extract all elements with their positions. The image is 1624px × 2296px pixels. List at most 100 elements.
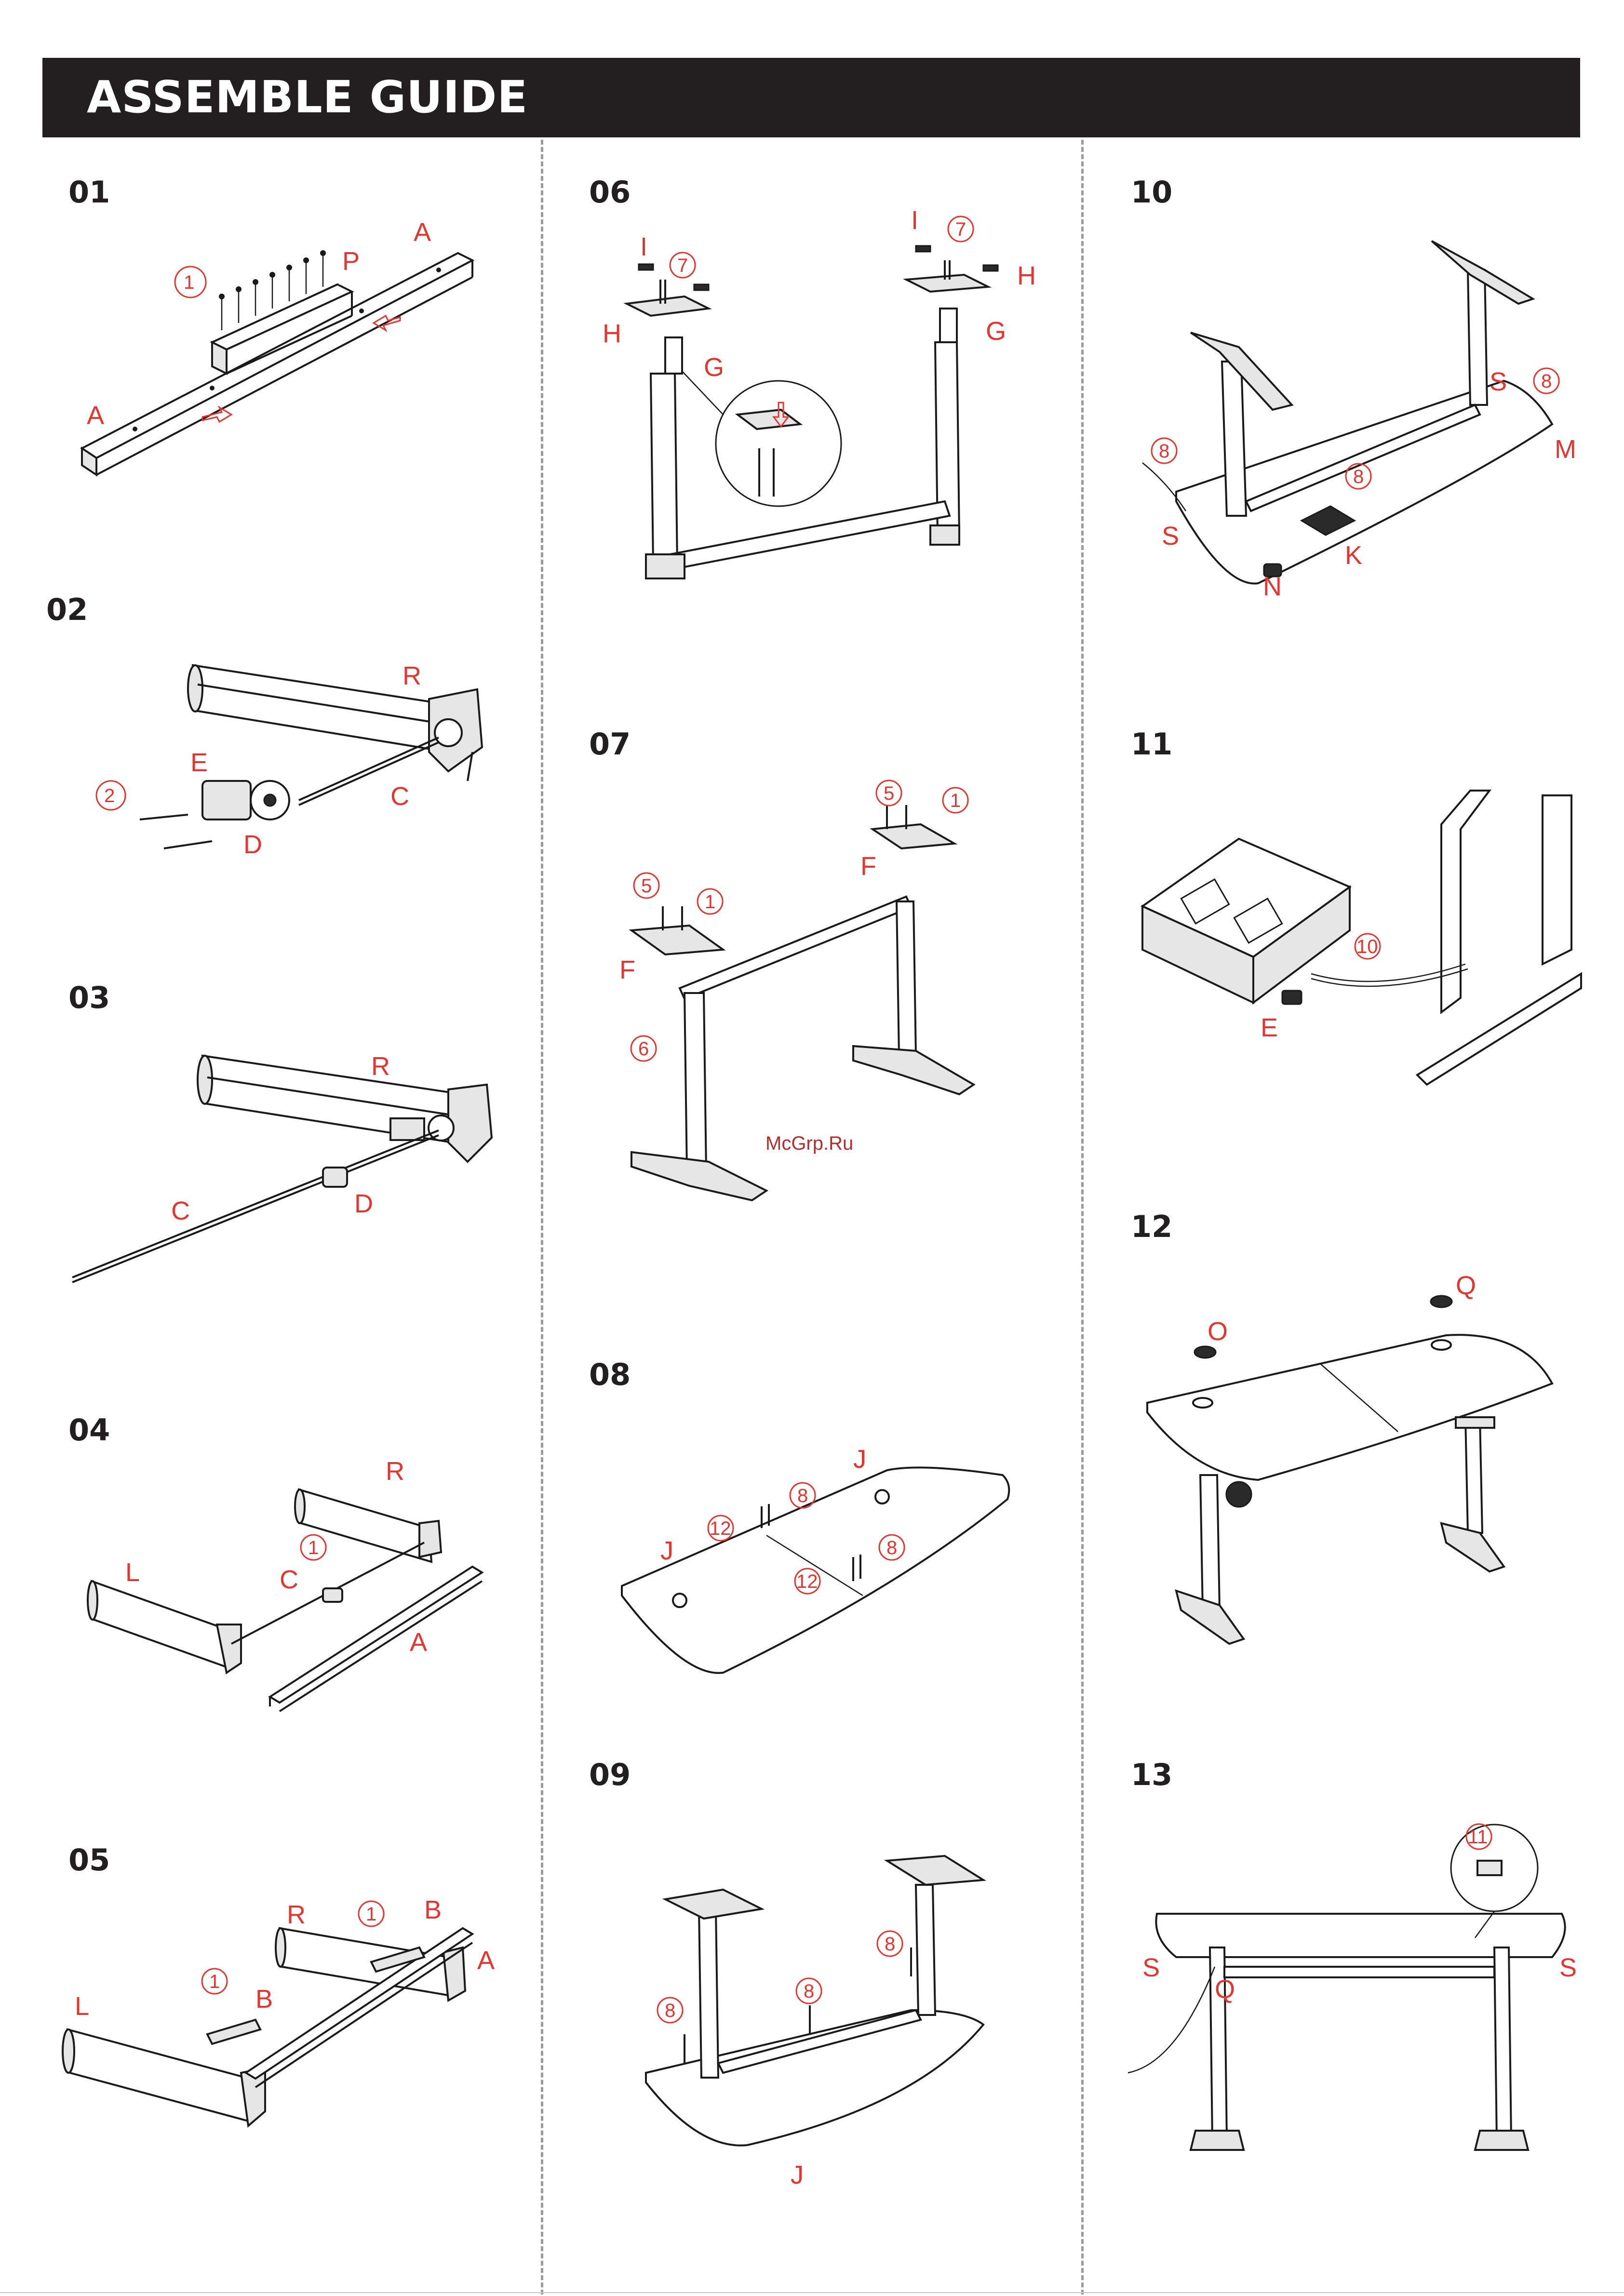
step-11-diagram: E 10: [1109, 791, 1581, 1089]
watermark: McGrp.Ru: [765, 1133, 853, 1155]
label-q: Q: [1215, 1975, 1235, 2004]
step-08-diagram: J J 8 12 8 12: [612, 1441, 1022, 1682]
page-title: ASSEMBLE GUIDE: [87, 71, 528, 123]
desktop-j: [646, 2010, 983, 2146]
part-6-label: 6: [638, 1038, 649, 1060]
part-8-label-right: 8: [885, 1933, 895, 1955]
bottom-rule: [0, 2292, 1624, 2293]
label-r: R: [403, 661, 421, 690]
label-g-left: G: [704, 353, 724, 382]
part-12-label-bottom: 12: [796, 1571, 818, 1592]
label-n: N: [1263, 572, 1282, 601]
part-1-label-top: 1: [366, 1904, 376, 1925]
label-e: E: [190, 748, 208, 777]
part-10-label: 10: [1356, 936, 1378, 957]
label-r: R: [386, 1457, 404, 1486]
step-number-04: 04: [68, 1412, 110, 1448]
rail-a: [270, 1567, 482, 1703]
label-j-left: J: [660, 1536, 673, 1565]
plate-p: [212, 284, 352, 349]
step-number-13: 13: [1131, 1757, 1172, 1792]
grommet-o: [1195, 1346, 1216, 1358]
column-divider-left: [541, 140, 543, 2295]
part-12-label-top: 12: [710, 1518, 731, 1539]
label-b-bottom: B: [255, 1985, 273, 2014]
label-d: D: [243, 830, 262, 859]
part-1-label-bottom: 1: [209, 1971, 220, 1992]
label-c: C: [390, 782, 409, 811]
label-i-right: I: [911, 206, 918, 235]
label-a: A: [477, 1946, 495, 1975]
step-02-diagram: R E C D 2: [92, 656, 501, 873]
grommet-q: [1431, 1296, 1452, 1307]
step-number-06: 06: [589, 175, 631, 210]
label-a-left: A: [87, 401, 104, 430]
label-j: J: [791, 2161, 804, 2189]
step-01-diagram: 1 P A A: [72, 212, 482, 482]
step-07-diagram: F F 5 1 5 1 6: [612, 776, 1022, 1229]
label-i-left: I: [640, 232, 647, 261]
part-1-label-left: 1: [705, 891, 715, 913]
label-m: M: [1555, 435, 1576, 464]
label-a: A: [410, 1628, 427, 1657]
part-7-label-right: 7: [955, 219, 966, 240]
label-o: O: [1208, 1317, 1228, 1346]
step-13-diagram: S S Q 11: [1118, 1822, 1581, 2155]
motor-housing-r: [202, 1056, 468, 1145]
label-s-left: S: [1142, 1953, 1160, 1982]
label-f-right: F: [860, 852, 876, 881]
label-c: C: [171, 1196, 190, 1225]
part-8-label-right: 8: [1541, 371, 1552, 392]
label-a-right: A: [414, 218, 431, 247]
label-b-top: B: [424, 1895, 442, 1924]
coupler-d: [323, 1168, 347, 1187]
step-number-01: 01: [68, 175, 110, 210]
step-number-12: 12: [1131, 1209, 1172, 1244]
step-number-08: 08: [589, 1357, 631, 1392]
step-05-diagram: R B A L B 1 1: [63, 1875, 506, 2155]
step-number-03: 03: [68, 980, 110, 1015]
label-l: L: [75, 1992, 89, 2021]
plug-e: [1282, 991, 1302, 1004]
label-j-top: J: [853, 1445, 866, 1474]
step-number-05: 05: [68, 1842, 110, 1878]
step-03-diagram: R C D: [63, 1041, 497, 1292]
header-bar: ASSEMBLE GUIDE: [42, 58, 1580, 137]
part-5-label-right: 5: [884, 783, 894, 804]
part-1-label: 1: [308, 1537, 319, 1558]
part-8-label-middle: 8: [804, 1981, 814, 2002]
part-8-label-middle: 8: [1353, 466, 1364, 487]
step-10-diagram: S M S K N 8 8 8: [1138, 231, 1591, 617]
part-7-label-left: 7: [677, 255, 688, 276]
label-d: D: [354, 1189, 373, 1218]
label-e: E: [1261, 1013, 1278, 1042]
motor-e: [202, 781, 251, 819]
rod-c: [72, 1130, 439, 1277]
part-1-label-right: 1: [950, 790, 961, 811]
label-s-right: S: [1559, 1953, 1577, 1982]
part-8-label-top: 8: [797, 1485, 808, 1506]
label-p: P: [342, 247, 360, 276]
label-f-left: F: [619, 955, 635, 984]
part-1-label: 1: [184, 272, 194, 293]
part-5-label-left: 5: [641, 875, 652, 897]
top-plate-f-right: [872, 824, 954, 848]
top-plate-f-left: [631, 926, 723, 954]
step-number-07: 07: [589, 726, 631, 762]
label-h-left: H: [603, 319, 621, 348]
step-04-diagram: R L C A 1: [82, 1461, 492, 1731]
label-r: R: [287, 1900, 306, 1929]
label-s-left: S: [1162, 522, 1179, 551]
label-g-right: G: [986, 317, 1006, 346]
part-2-label: 2: [104, 785, 115, 806]
part-8-label-bottom: 8: [886, 1537, 897, 1558]
part-11-label: 11: [1468, 1826, 1488, 1848]
label-k: K: [1345, 541, 1362, 570]
label-c: C: [280, 1565, 298, 1594]
step-06-diagram: I H G I H G 7 7: [593, 207, 1056, 603]
label-s-right: S: [1490, 367, 1507, 396]
label-q: Q: [1456, 1271, 1476, 1300]
step-number-11: 11: [1131, 726, 1172, 762]
step-number-10: 10: [1131, 175, 1172, 210]
label-h-right: H: [1017, 261, 1036, 290]
